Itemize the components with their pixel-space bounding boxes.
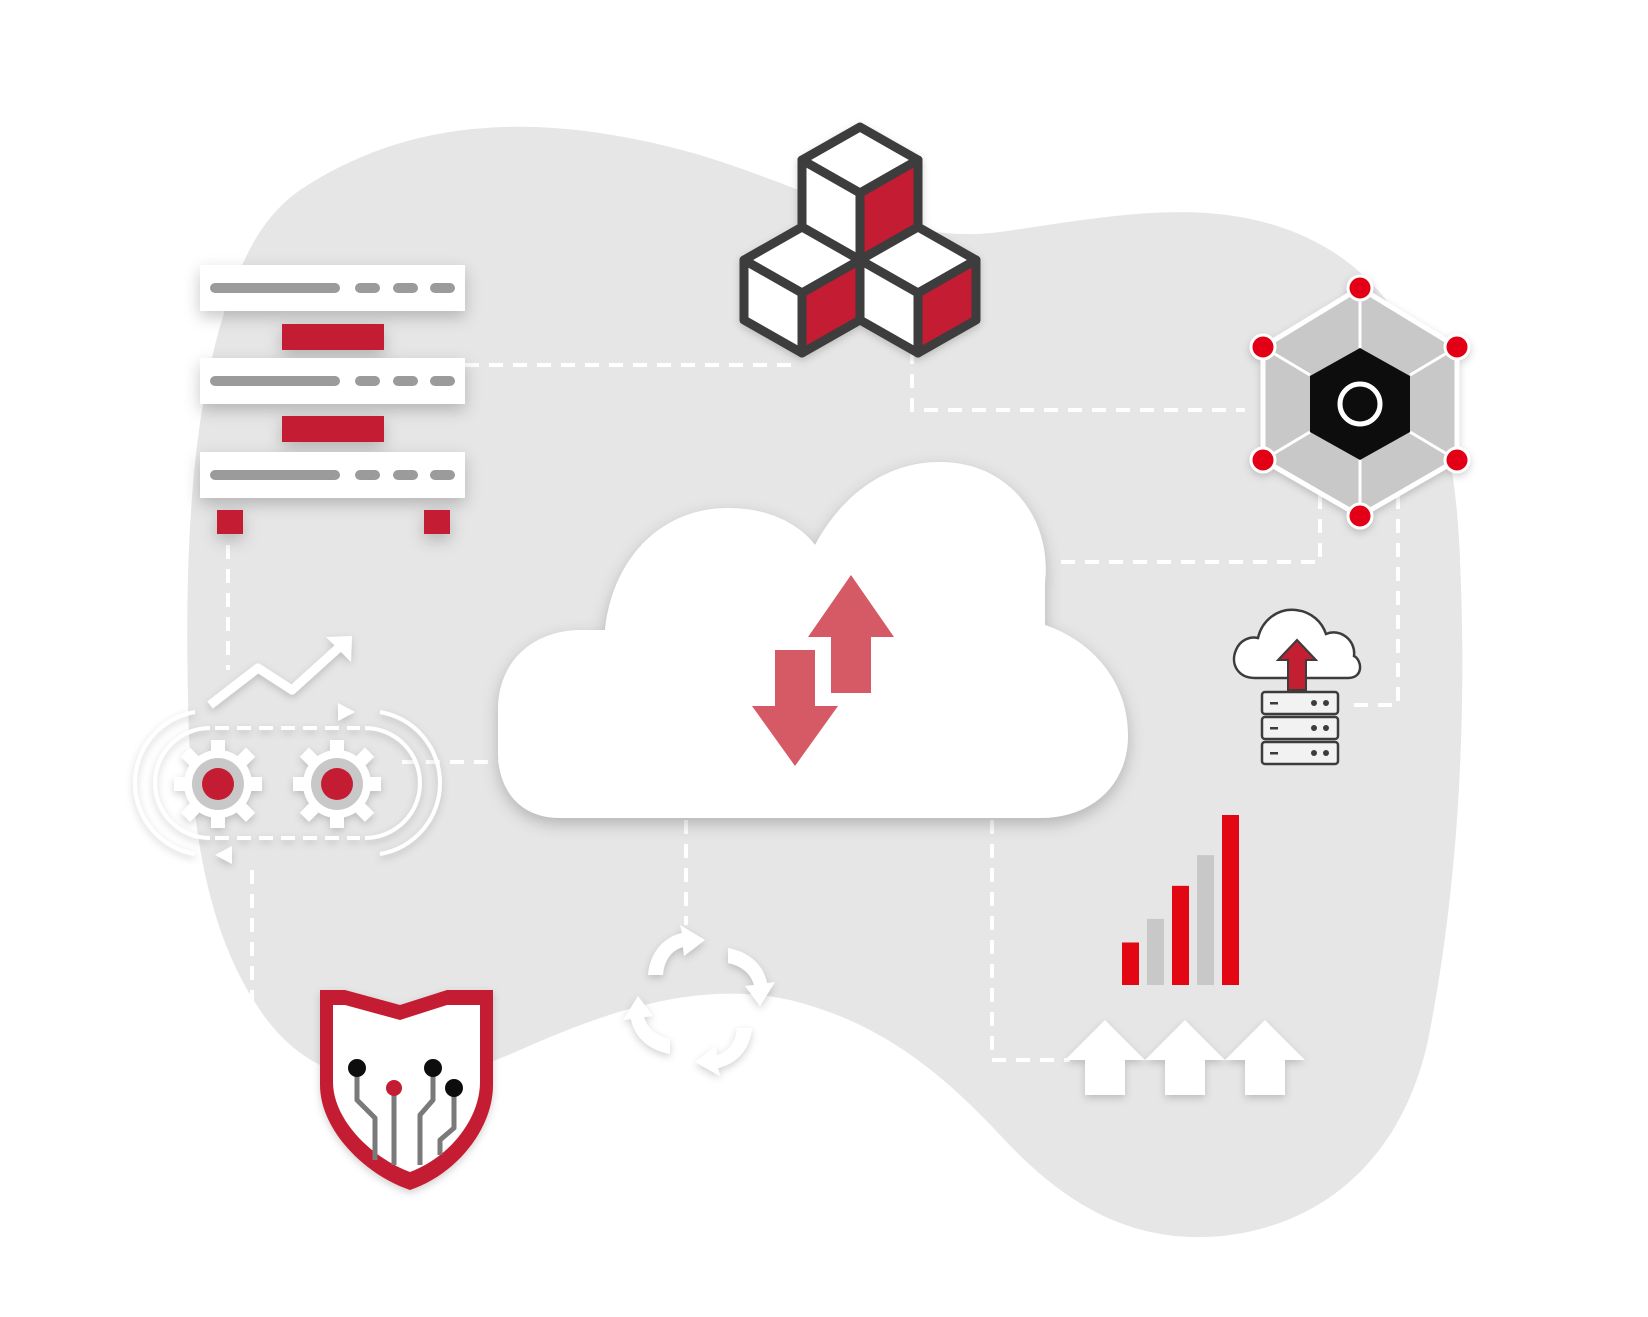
dashed-connectors (226, 350, 1400, 1100)
chart-bar (1197, 855, 1214, 985)
connector-hexagon-upload (1348, 495, 1400, 707)
hexagon-network-icon (1249, 274, 1471, 530)
upload-arrow-icon (808, 575, 894, 693)
up-arrow-icon (1145, 1020, 1225, 1095)
download-arrow-icon (752, 650, 838, 766)
chart-bars (1122, 815, 1239, 985)
security-shield-icon (320, 990, 493, 1190)
chart-bar (1222, 815, 1239, 985)
server-rack-icon (200, 265, 465, 534)
stacked-cubes-icon (739, 122, 981, 358)
chart-bar (1122, 942, 1139, 985)
chart-bar (1172, 885, 1189, 985)
cloud-sync-icon (498, 462, 1128, 818)
trend-up-arrow-icon (207, 638, 349, 709)
gear-icon (293, 740, 381, 828)
cloud-upload-server-icon (1232, 608, 1362, 766)
gear-icon (174, 740, 262, 828)
connector-hexagon-cloud (1055, 495, 1322, 564)
gear-conveyor-icon (133, 636, 442, 864)
up-arrow-icon (1225, 1020, 1305, 1095)
bar-chart-growth-icon (1065, 815, 1305, 1095)
connector-gears-shield (250, 870, 320, 1100)
connector-cloud-chart (990, 820, 1070, 1062)
up-arrow-icon (1065, 1020, 1145, 1095)
chart-bar (1147, 918, 1164, 985)
refresh-arrows-icon (623, 925, 775, 1076)
connector-cubes-hexagon (910, 350, 1245, 412)
